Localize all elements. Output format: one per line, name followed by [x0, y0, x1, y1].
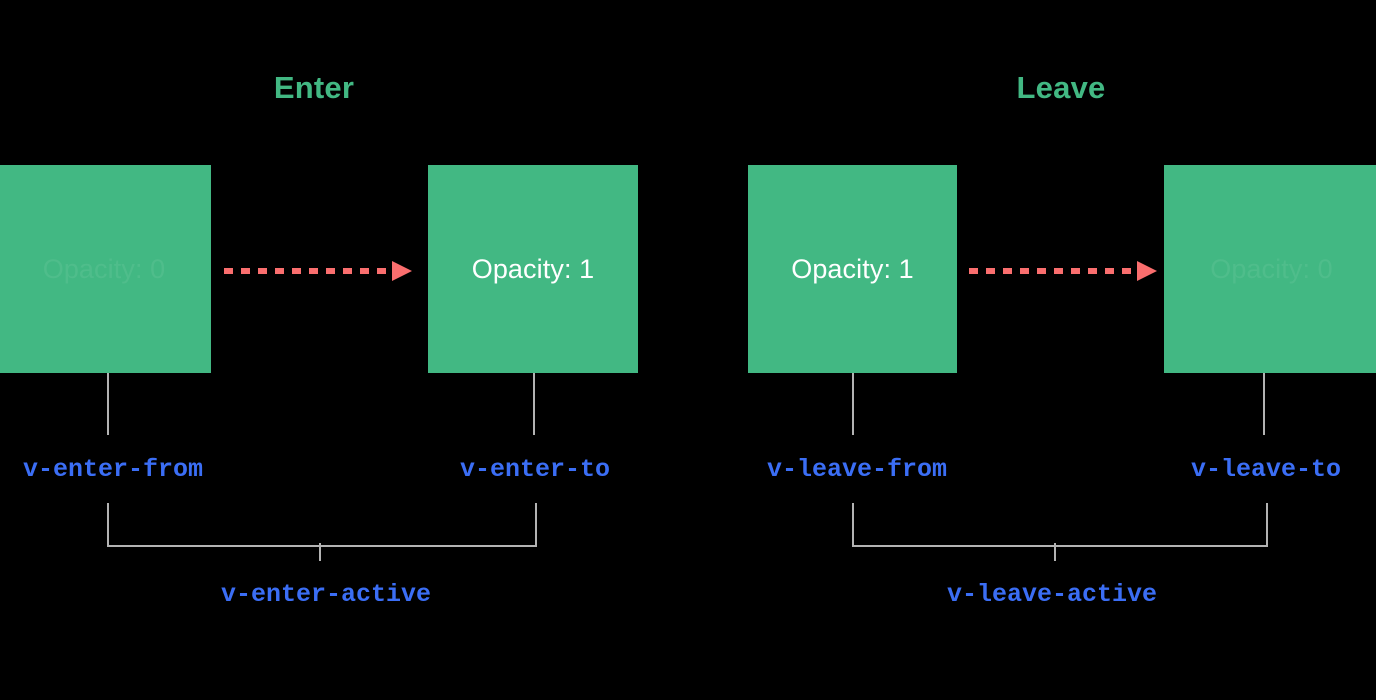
leave-to-state-box: Opacity: 0: [1164, 165, 1376, 373]
enter-from-connector-line: [107, 373, 109, 435]
leave-from-connector-line: [852, 373, 854, 435]
hook-label-v-leave-to: v-leave-to: [1190, 455, 1342, 484]
leave-active-bracket: [852, 503, 1268, 547]
hook-label-v-leave-active: v-leave-active: [946, 580, 1158, 609]
hook-label-v-leave-from: v-leave-from: [766, 455, 948, 484]
leave-active-bracket-stem: [1054, 543, 1056, 561]
leave-from-opacity-label: Opacity: 1: [791, 253, 914, 284]
enter-to-opacity-label: Opacity: 1: [471, 253, 595, 284]
leave-from-state-box: Opacity: 1: [748, 165, 957, 373]
hook-label-v-enter-active: v-enter-active: [220, 580, 432, 609]
leave-arrow-head-icon: [1137, 261, 1157, 281]
enter-from-opacity-label: Opacity: 0: [42, 253, 166, 284]
enter-section-title: Enter: [273, 70, 355, 105]
enter-arrow-dashed-line: [224, 268, 390, 274]
enter-active-bracket: [107, 503, 537, 547]
leave-to-connector-line: [1263, 373, 1265, 435]
enter-from-state-box: Opacity: 0: [0, 165, 211, 373]
leave-to-opacity-label: Opacity: 0: [1210, 253, 1333, 284]
enter-to-connector-line: [533, 373, 535, 435]
hook-label-v-enter-to: v-enter-to: [459, 455, 611, 484]
leave-arrow-dashed-line: [969, 268, 1135, 274]
leave-transition-arrow: [969, 261, 1157, 281]
enter-transition-arrow: [224, 261, 412, 281]
enter-to-state-box: Opacity: 1: [428, 165, 638, 373]
leave-section-title: Leave: [1016, 70, 1106, 105]
enter-arrow-head-icon: [392, 261, 412, 281]
hook-label-v-enter-from: v-enter-from: [22, 455, 204, 484]
enter-active-bracket-stem: [319, 543, 321, 561]
